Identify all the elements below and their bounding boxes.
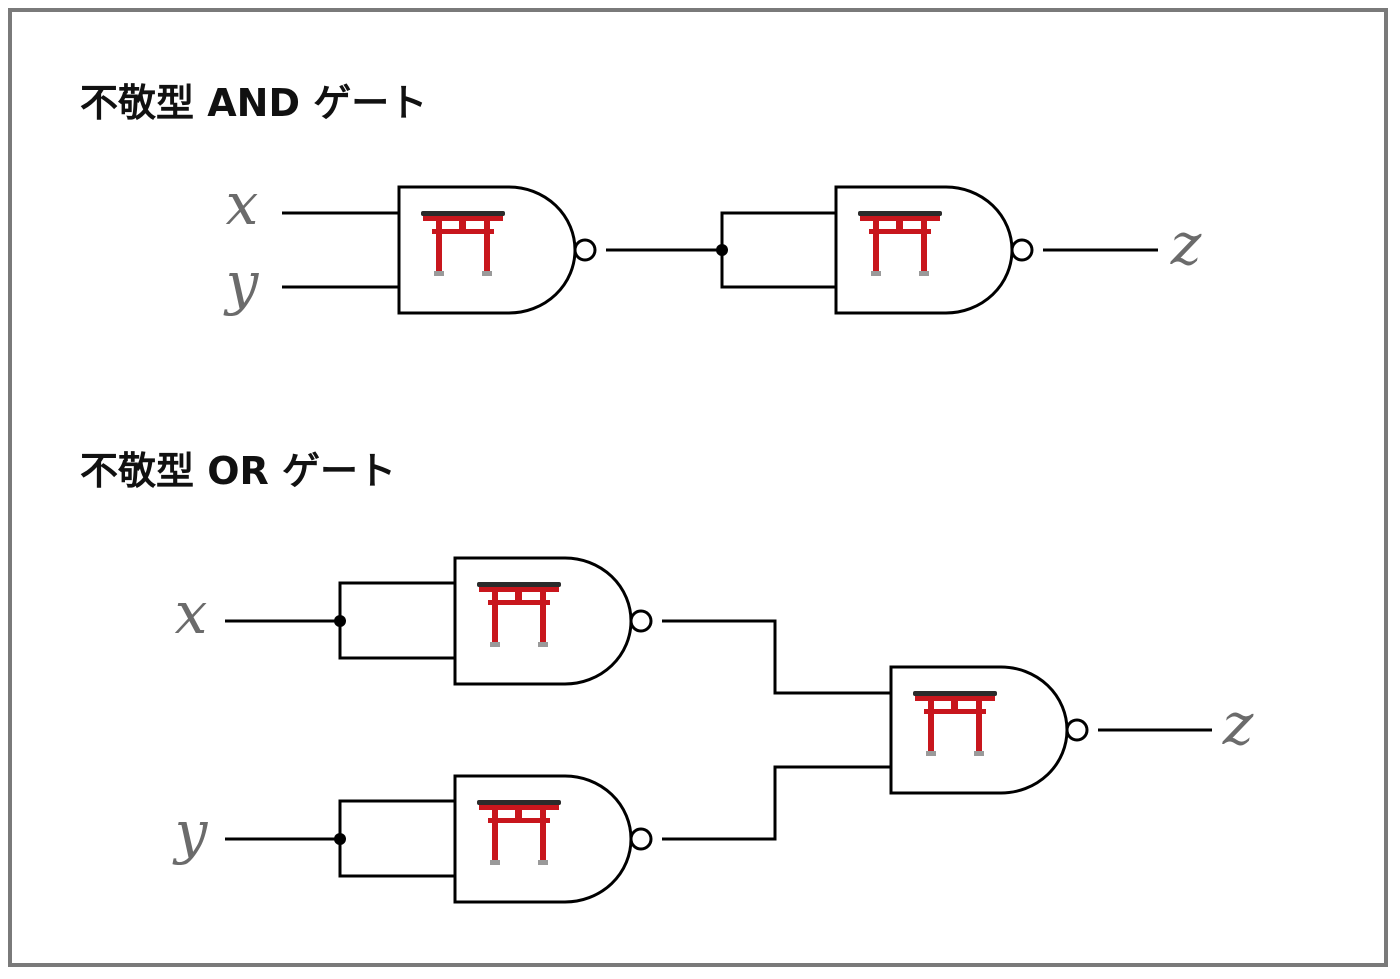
or-output-z-label: z [1222, 690, 1254, 758]
or-nand-gate-x [455, 558, 651, 684]
and-nand-gate-2 [836, 187, 1032, 313]
or-wire-y-split [338, 799, 455, 878]
and-input-y-label: y [223, 249, 260, 317]
and-nand-gate-1 [399, 187, 595, 313]
or-junction-x [334, 615, 346, 627]
and-output-z-label: z [1170, 210, 1202, 278]
or-nand-gate-y [455, 776, 651, 902]
and-circuit: x y z [223, 170, 1202, 317]
and-gate-heading: 不敬型 AND ゲート [80, 81, 428, 125]
or-gate-heading: 不敬型 OR ゲート [80, 449, 397, 493]
or-wire-lower [662, 765, 891, 841]
or-junction-y [334, 833, 346, 845]
or-wire-x-split [338, 581, 455, 660]
diagram-frame [8, 8, 1388, 967]
or-input-y-label: y [172, 798, 209, 866]
or-input-x-label: x [175, 579, 208, 647]
or-nand-gate-final [891, 667, 1087, 793]
and-input-x-label: x [226, 170, 259, 238]
or-wire-upper [662, 619, 891, 695]
and-junction-node [716, 244, 728, 256]
or-circuit: x y z [172, 558, 1254, 902]
and-wire-split [720, 211, 836, 289]
